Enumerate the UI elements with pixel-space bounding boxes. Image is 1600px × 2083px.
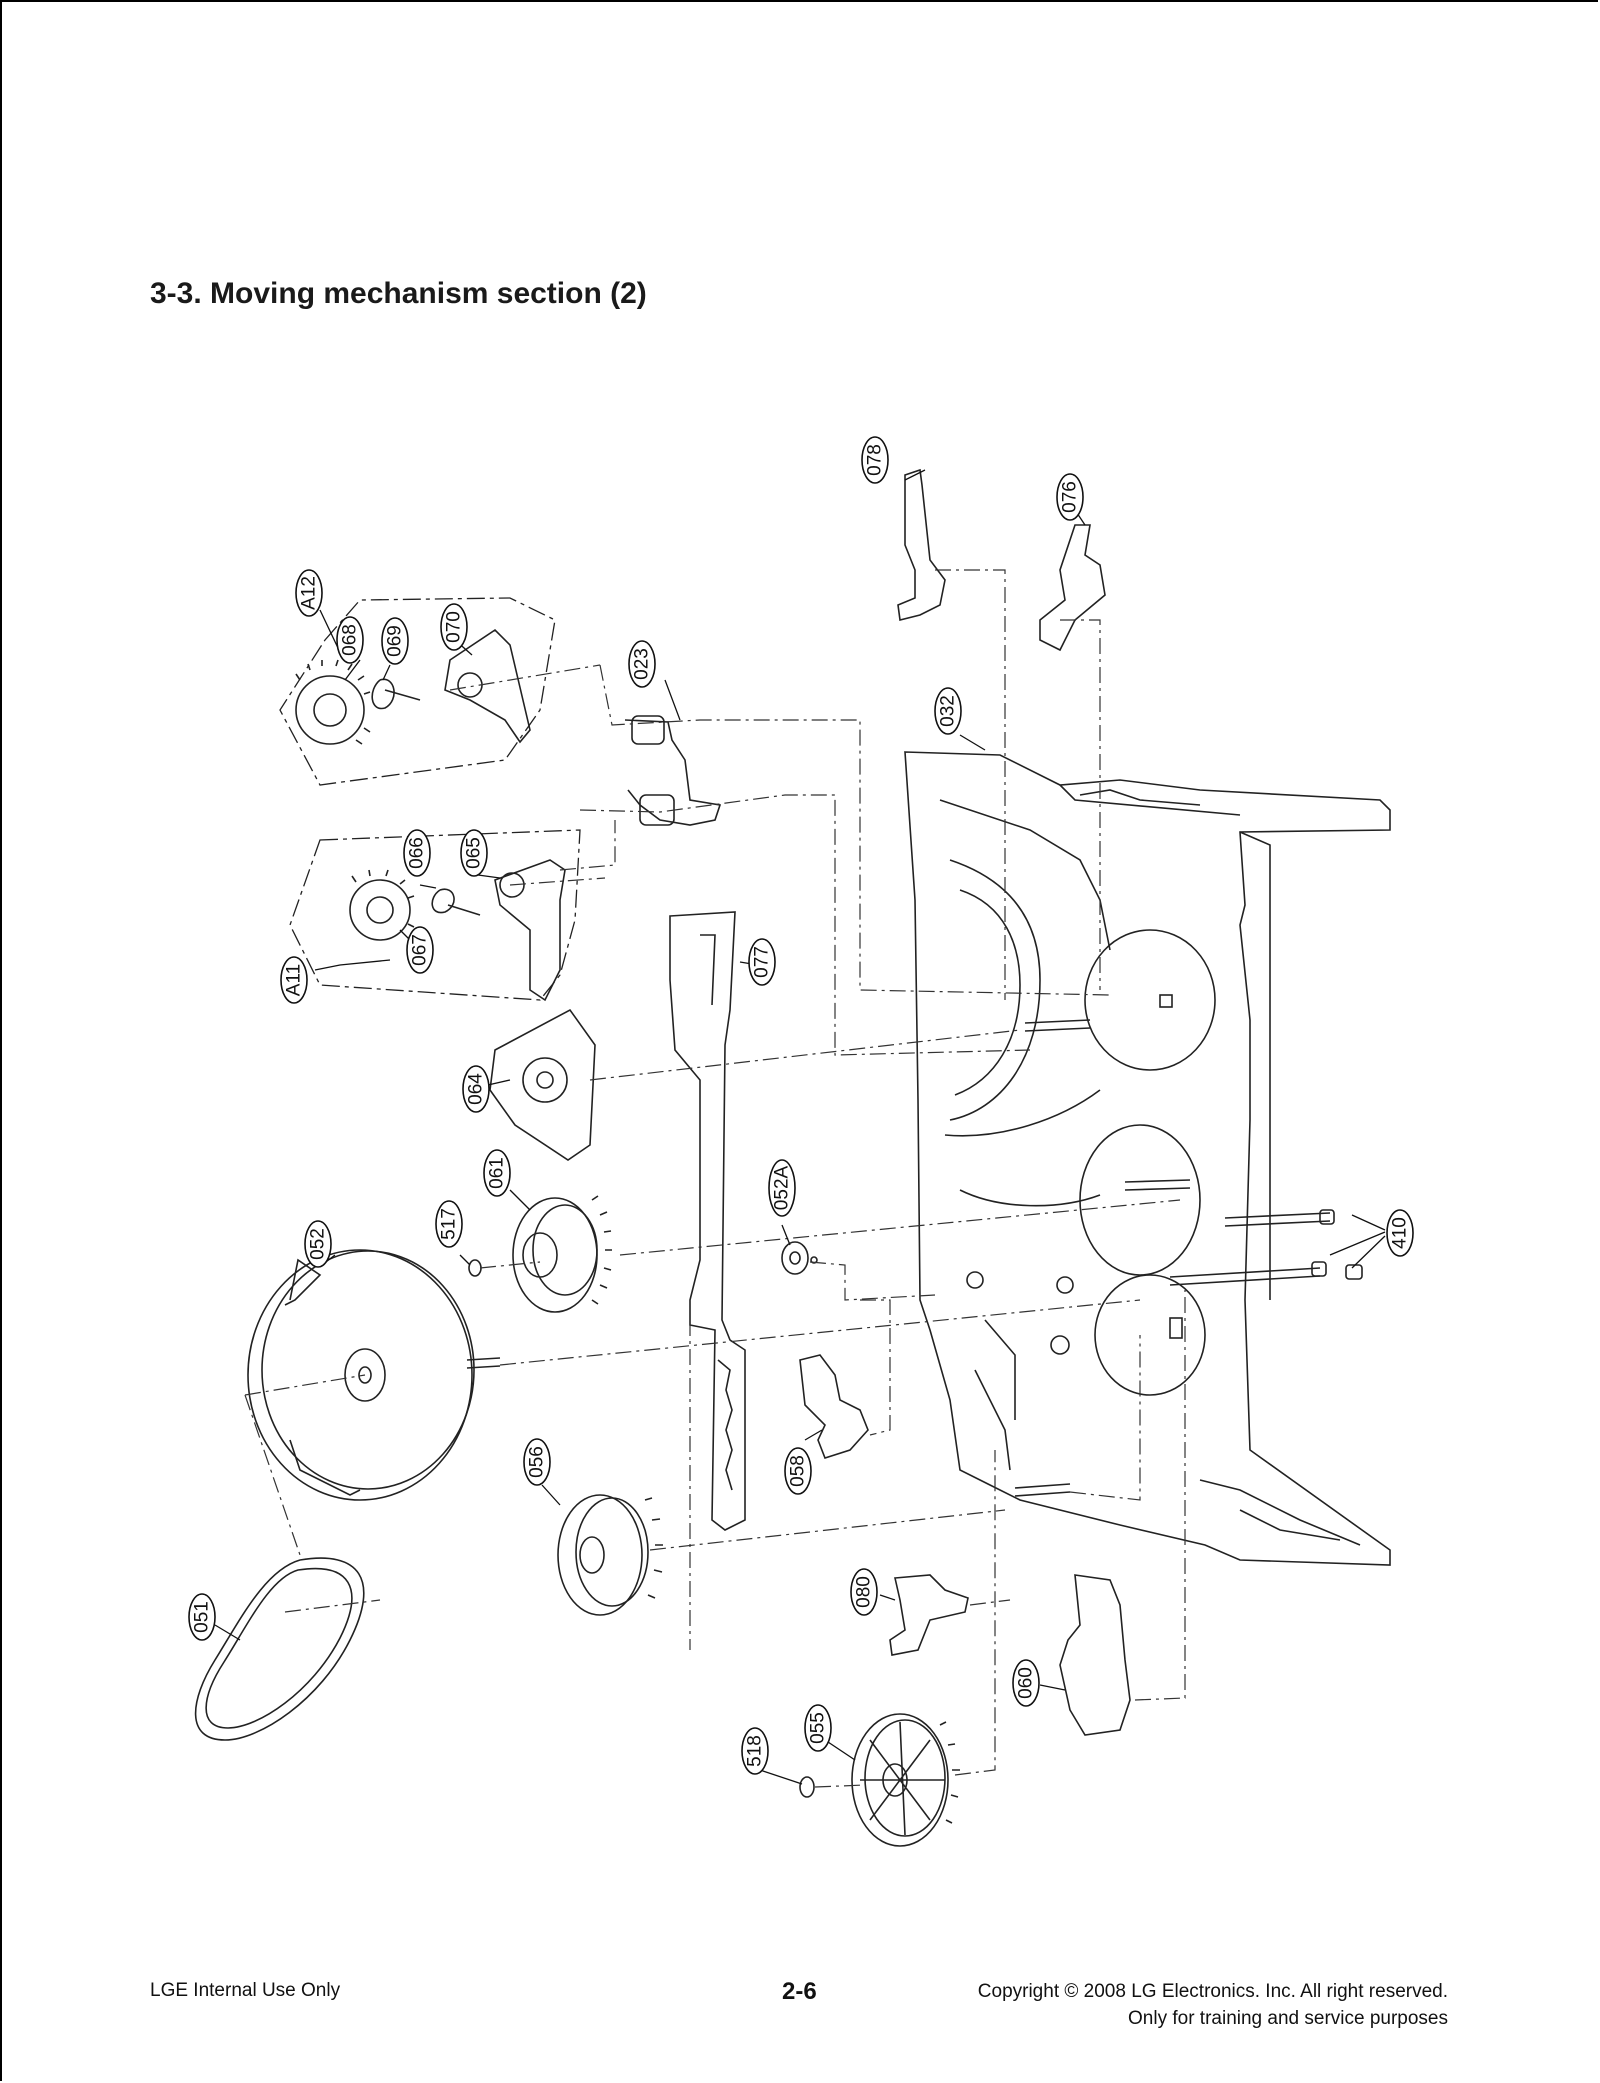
part-label-060: 060	[1016, 1667, 1037, 1699]
part-023-holder	[624, 715, 722, 826]
part-label-066: 066	[407, 837, 428, 869]
part-066-spring	[431, 888, 481, 916]
part-label-078: 078	[865, 444, 886, 476]
part-label-068: 068	[340, 624, 361, 656]
chassis-plate	[904, 751, 1391, 1566]
part-label-080: 080	[854, 1576, 875, 1608]
copyright-text: Copyright © 2008 LG Electronics. Inc. Al…	[977, 1981, 1448, 2002]
part-078-lever	[897, 468, 946, 621]
part-051-belt	[194, 1557, 365, 1741]
part-518-washer	[799, 1776, 815, 1798]
part-label-077: 077	[752, 946, 773, 978]
part-052-pulley	[247, 1249, 501, 1501]
part-label-064: 064	[466, 1073, 487, 1105]
part-label-067: 067	[410, 934, 431, 966]
part-067-gear	[349, 869, 415, 941]
part-052a-gear	[781, 1241, 818, 1275]
part-label-518: 518	[745, 1735, 766, 1767]
part-label-070: 070	[444, 611, 465, 643]
part-label-023: 023	[632, 648, 653, 680]
part-label-052: 052	[308, 1228, 329, 1260]
part-517-washer	[468, 1259, 482, 1277]
group-a12-outline	[279, 597, 556, 786]
part-058-lever	[799, 1354, 869, 1459]
part-410-screws	[1169, 1209, 1363, 1286]
part-label-a12: A12	[299, 576, 320, 610]
part-069-spring	[371, 678, 421, 710]
part-070-cam	[444, 628, 531, 744]
part-label-056: 056	[527, 1446, 548, 1478]
part-label-069: 069	[385, 625, 406, 657]
part-label-076: 076	[1060, 481, 1081, 513]
part-064-cam	[489, 1008, 596, 1161]
part-label-065: 065	[464, 837, 485, 869]
part-060-bracket	[1059, 1574, 1131, 1736]
footer-copyright-block: Copyright © 2008 LG Electronics. Inc. Al…	[978, 1978, 1448, 2032]
part-label-051: 051	[192, 1601, 213, 1633]
part-label-032: 032	[938, 695, 959, 727]
part-065-arm	[494, 859, 566, 1002]
part-080-switch	[889, 1574, 969, 1656]
part-label-517: 517	[439, 1208, 460, 1240]
part-056-gear	[557, 1494, 663, 1616]
part-label-a11: A11	[284, 964, 305, 996]
chassis-shafts	[1014, 1019, 1191, 1497]
part-068-gear	[295, 659, 371, 745]
page-number: 2-6	[782, 1978, 817, 2005]
part-077-slide	[669, 911, 746, 1531]
part-label-052a: 052A	[772, 1165, 793, 1210]
part-label-061: 061	[487, 1157, 508, 1189]
part-label-055: 055	[808, 1712, 829, 1744]
assembly-lines	[244, 569, 1186, 1788]
part-label-058: 058	[788, 1455, 809, 1487]
part-076-bracket	[1039, 524, 1106, 652]
section-title: 3-3. Moving mechanism section (2)	[150, 277, 647, 310]
group-a11-outline	[289, 829, 581, 1001]
part-055-gear	[851, 1713, 960, 1847]
part-label-410: 410	[1390, 1217, 1411, 1249]
footer-internal-use: LGE Internal Use Only	[150, 1980, 341, 2001]
usage-note: Only for training and service purposes	[1128, 2008, 1448, 2029]
part-061-gear	[512, 1195, 612, 1313]
